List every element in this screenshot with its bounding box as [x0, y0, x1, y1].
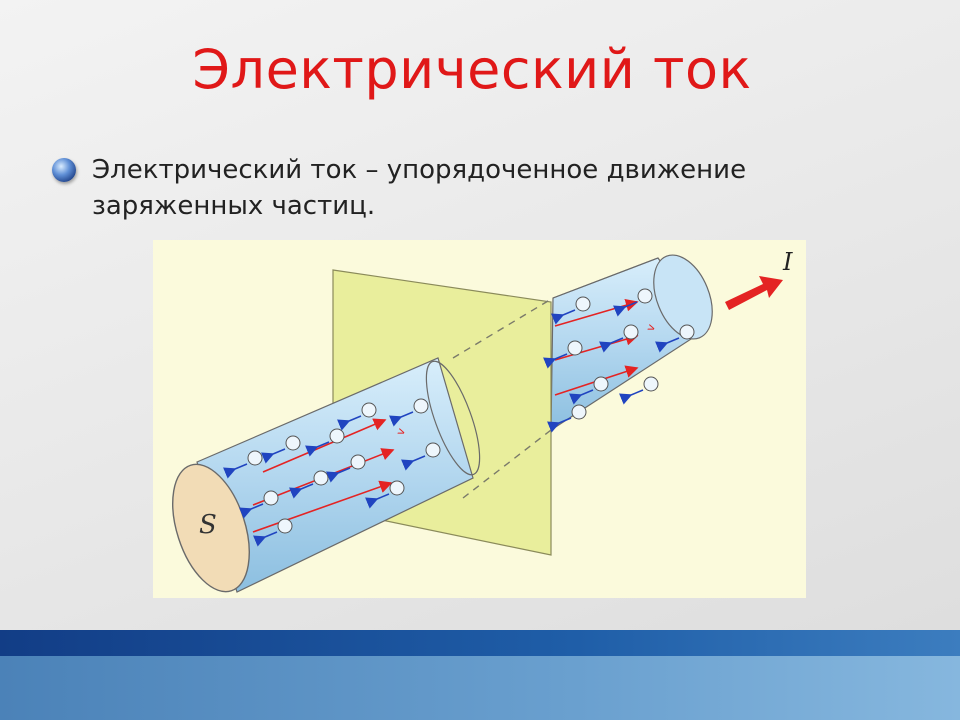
bullet-text: Электрический ток – упорядоченное движен…: [92, 155, 747, 221]
electron: [613, 288, 653, 317]
electron: [389, 398, 429, 427]
current-diagram: S: [153, 240, 806, 598]
diagram-svg: S: [172, 248, 793, 593]
current-arrow: I: [725, 248, 793, 310]
electron: [599, 324, 639, 353]
footer-band-dark: [0, 630, 960, 656]
electron: [326, 454, 366, 483]
electron: [261, 435, 301, 464]
velocity-label: v: [394, 426, 409, 437]
electron: [619, 376, 659, 405]
electron: [401, 442, 441, 471]
electron: [337, 402, 377, 431]
current-line: [554, 333, 639, 361]
current-line: [252, 480, 393, 533]
electron: [223, 450, 263, 479]
electrons: [223, 288, 695, 547]
electron: [547, 404, 587, 433]
velocity-label: v: [644, 322, 659, 333]
bullet-sphere-icon: [52, 158, 76, 182]
electron: [543, 340, 583, 369]
area-label: S: [199, 510, 217, 540]
velocity-labels: v v: [394, 322, 659, 437]
current-label: I: [782, 248, 793, 276]
electron: [253, 518, 293, 547]
electron: [655, 324, 695, 353]
footer-band-light: [0, 656, 960, 720]
current-line: [262, 418, 387, 473]
cylinder-right-segment: [550, 254, 713, 432]
electron: [569, 376, 609, 405]
slide-title: Электрический ток: [192, 38, 752, 101]
electron: [239, 490, 279, 519]
electron: [551, 296, 591, 325]
electron: [365, 480, 405, 509]
